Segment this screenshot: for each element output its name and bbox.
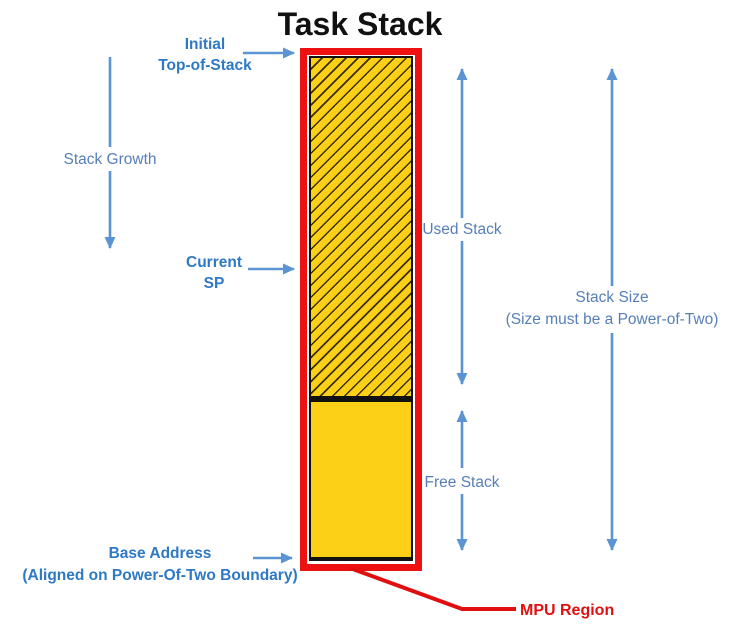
initial-top-of-stack-line1: Initial [184, 36, 226, 53]
free-stack-region [309, 399, 413, 561]
mpu-region-callout-line [349, 566, 516, 611]
base-address-line1: Base Address [108, 545, 212, 562]
diagram-title: Task Stack [277, 6, 443, 42]
mpu-region-label: MPU Region [520, 602, 615, 619]
current-sp-label: Current SP [164, 252, 264, 294]
base-address-line2: (Aligned on Power-Of-Two Boundary) [22, 567, 298, 584]
initial-top-of-stack-line2: Top-of-Stack [158, 57, 252, 74]
initial-top-of-stack-label: Initial Top-of-Stack [143, 34, 267, 76]
stack-size-line1: Stack Size [575, 289, 649, 306]
used-stack-region [309, 56, 413, 399]
free-stack-label: Free Stack [424, 474, 500, 491]
current-sp-line1: Current [186, 254, 242, 271]
base-address-label: Base Address (Aligned on Power-Of-Two Bo… [8, 543, 312, 587]
used-stack-label: Used Stack [422, 221, 502, 238]
current-sp-line2: SP [203, 275, 225, 292]
stack-growth-label: Stack Growth [63, 151, 157, 168]
stack-size-label: Stack Size (Size must be a Power-of-Two) [487, 287, 737, 331]
stack-size-line2: (Size must be a Power-of-Two) [505, 311, 719, 328]
